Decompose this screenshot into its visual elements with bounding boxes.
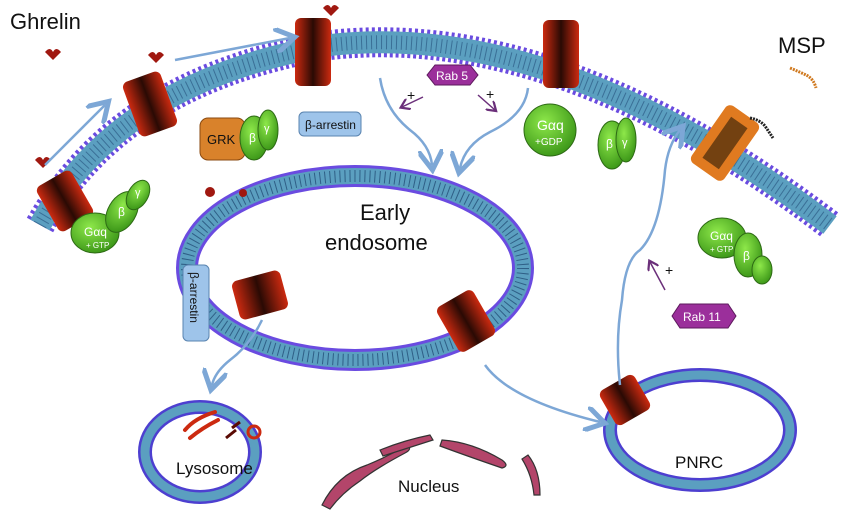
galpha-q-label: Gαq [537,117,564,133]
g-alpha-q-gdp: Gαq +GDP [523,103,577,157]
nucleus [321,434,541,510]
beta-arrestin-top: β-arrestin [298,111,362,137]
grk-kinase: GRK [199,117,246,161]
beta-arrestin-left: β-arrestin [182,264,210,342]
ghrelin-receptor-2 [122,71,178,137]
beta-label: β [606,137,613,151]
g-beta-gamma-free: β γ [597,117,637,170]
rab11-label: Rab 11 [683,310,721,324]
rab5-label: Rab 5 [436,69,468,83]
early-endosome-label-line2: endosome [325,230,428,255]
beta-arrestin-label: β-arrestin [187,272,201,323]
ghrelin-receptor-endosome-right [437,290,495,352]
galpha-q-label: Gαq [710,229,733,243]
msp-receptor [690,105,760,181]
trafficking-arrows [44,38,680,422]
lysosome [138,400,262,504]
beta-label: β [249,131,256,145]
ghrelin-receptor-3 [295,18,331,86]
pnrc-compartment [603,368,797,492]
galpha-q-label: Gαq [84,225,107,239]
beta-arrestin-label: β-arrestin [305,118,356,132]
gtp-label: + GTP [710,245,733,254]
degraded-receptor-icon [183,410,262,440]
ghrelin-receptor-pnrc [599,374,651,426]
early-endosome-label-line1: Early [360,200,410,225]
plus-sign: + [407,87,415,103]
gdp-label: +GDP [535,137,563,148]
msp-ligand-icon [749,66,818,139]
gtp-label: + GTP [86,241,109,250]
gamma-label: γ [135,187,141,199]
beta-label: β [743,249,750,263]
beta-label: β [118,205,125,219]
g-protein-heterotrimer-left: Gαq + GTP β γ [70,179,151,254]
grk-label: GRK [207,132,236,147]
rab5-badge: Rab 5 [426,64,479,86]
msp-label: MSP [778,33,826,58]
ghrelin-receptor-1 [36,170,94,232]
rab11-badge: Rab 11 [671,303,737,329]
gamma-label: γ [264,123,270,135]
rab-activation-arrows [402,94,666,291]
nucleus-label: Nucleus [398,477,459,496]
plus-sign: + [486,86,494,102]
lysosome-label: Lysosome [176,459,253,478]
plus-sign: + [665,262,673,278]
g-beta-gamma-top: β γ [239,109,279,161]
ghrelin-receptor-4 [543,20,579,88]
ghrelin-receptor-endosome-left [232,270,288,320]
ghrelin-ligand-icon [35,5,339,197]
g-protein-heterotrimer-right: Gαq + GTP β [697,217,773,285]
gamma-label: γ [622,137,628,149]
ghrelin-label: Ghrelin [10,9,81,34]
pnrc-label: PNRC [675,453,723,472]
